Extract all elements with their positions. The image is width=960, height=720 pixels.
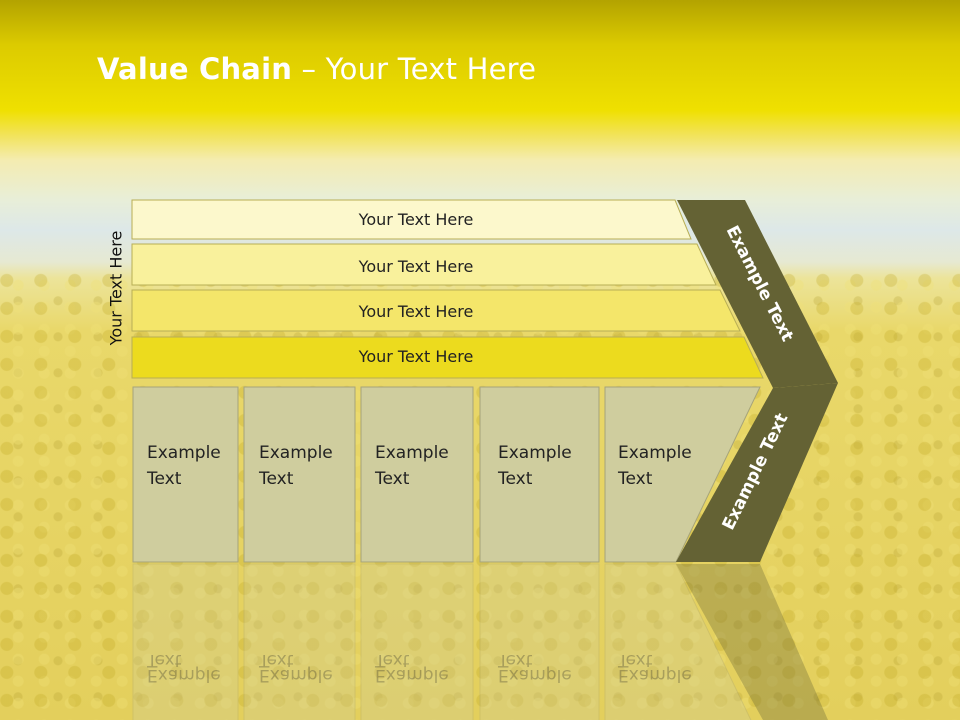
column-4 [479,386,600,563]
column-3-line2: Text [375,469,410,489]
slide-title: Value Chain – Your Text Here [97,52,536,86]
column-1-line1: Example [147,443,221,463]
svg-text:Text: Text [374,650,410,670]
bar-1 [131,199,692,240]
chevron-lower-arm [676,383,838,562]
bars: Your Text Here Your Text Here Your Text … [131,199,764,379]
column-2-line2: Text [259,469,294,489]
title-rest: – Your Text Here [292,52,537,86]
bar-2-label: Your Text Here [358,257,474,276]
svg-text:Example: Example [498,665,572,685]
column-2 [243,386,356,563]
column-4-text: Example Text [498,440,572,492]
column-5-line2: Text [618,469,653,489]
column-2-text: Example Text [259,440,333,492]
column-3 [360,386,474,563]
column-5-text: Example Text [618,440,692,492]
bar-3 [131,289,741,332]
svg-text:Example: Example [375,665,449,685]
bar-2 [131,243,717,286]
svg-text:Example: Example [147,665,221,685]
column-1-line2: Text [147,469,182,489]
title-bold: Value Chain [97,52,293,86]
svg-text:Text: Text [258,650,294,670]
svg-text:Example: Example [618,665,692,685]
chevron-upper-arm [677,200,838,388]
column-3-line1: Example [375,443,449,463]
reflection-text: Text Text Text Text Text Example Example… [146,650,692,685]
column-2-line1: Example [259,443,333,463]
bar-4-label: Your Text Here [358,347,474,366]
bar-3-label: Your Text Here [358,302,474,321]
column-4-line2: Text [498,469,533,489]
svg-text:Text: Text [617,650,653,670]
columns [132,386,761,563]
reflection [132,563,828,720]
svg-text:Text: Text [146,650,182,670]
bar-1-label: Your Text Here [358,210,474,229]
column-5-line1: Example [618,443,692,463]
svg-text:Text: Text [497,650,533,670]
bar-4 [131,336,764,379]
column-1 [132,386,239,563]
column-3-text: Example Text [375,440,449,492]
column-1-text: Example Text [147,440,221,492]
column-4-line1: Example [498,443,572,463]
svg-text:Example: Example [259,665,333,685]
